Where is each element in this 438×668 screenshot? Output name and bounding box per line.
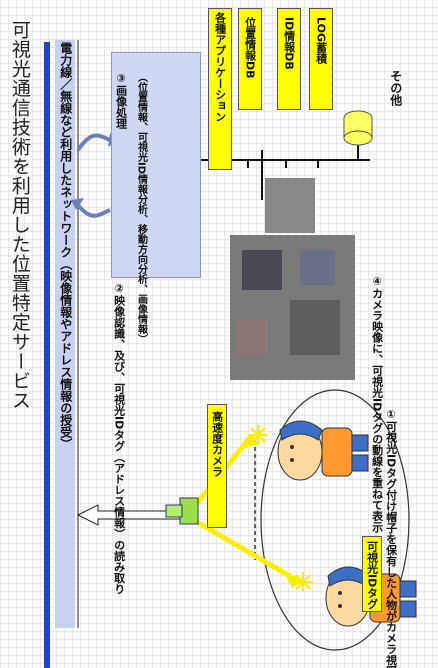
camera-field-of-view — [260, 389, 410, 651]
person-figure-top — [277, 420, 369, 481]
page-title: 可視光通信技術を利用した位置特定サービス — [8, 20, 31, 410]
tag-label-box: 可視光IDタグ — [362, 536, 382, 612]
network-band — [55, 40, 75, 628]
camera-label: 高速度カメラ — [210, 411, 224, 477]
id-db-box: ID情報DB — [277, 8, 301, 110]
curve-arrow-bottom-head — [71, 198, 84, 210]
curve-arrow-top — [76, 133, 111, 152]
app-box: 各種アプリケーション — [208, 8, 232, 170]
step2-caption: ②映像認識、及び、可視光IDタグ（アドレス情報）の読み取り — [112, 282, 126, 595]
location-db-label: 位置情報DB — [243, 17, 257, 79]
tag-label: 可視光IDタグ — [365, 541, 379, 610]
accent-bar — [44, 42, 50, 668]
app-label: 各種アプリケーション — [213, 12, 227, 122]
other-label: その他 — [388, 70, 403, 106]
image-processing-box — [111, 52, 201, 278]
step4-caption: ④カメラ映像に、可視光IDタグの動線を重ねて表示 — [370, 275, 384, 533]
location-db-box: 位置情報DB — [238, 8, 262, 110]
network-label: 電力線／無線など利用したネットワーク（映像情報やアドレス情報の授受） — [58, 42, 73, 450]
log-label: LOG蓄積 — [314, 17, 328, 64]
log-box: LOG蓄積 — [309, 8, 333, 110]
camera-body — [179, 497, 199, 525]
camera-video-panel-small — [265, 178, 315, 233]
camera-label-box: 高速度カメラ — [207, 404, 227, 528]
step1-caption: ①可視光IDタグ付け帽子を保有した人物がカメラ視野角範囲で自由に移動 — [384, 408, 398, 668]
image-processing-body: （位置情報、可視光ID情報分析、移動方向分析、画像情報） — [135, 72, 147, 345]
image-processing-heading: ③画像処理 — [114, 72, 128, 129]
light-ray-right — [188, 515, 302, 585]
sparkle-icon — [293, 572, 313, 592]
id-db-label: ID情報DB — [282, 17, 296, 70]
sparkle-icon — [248, 425, 268, 445]
curve-arrow-bottom — [76, 203, 111, 218]
